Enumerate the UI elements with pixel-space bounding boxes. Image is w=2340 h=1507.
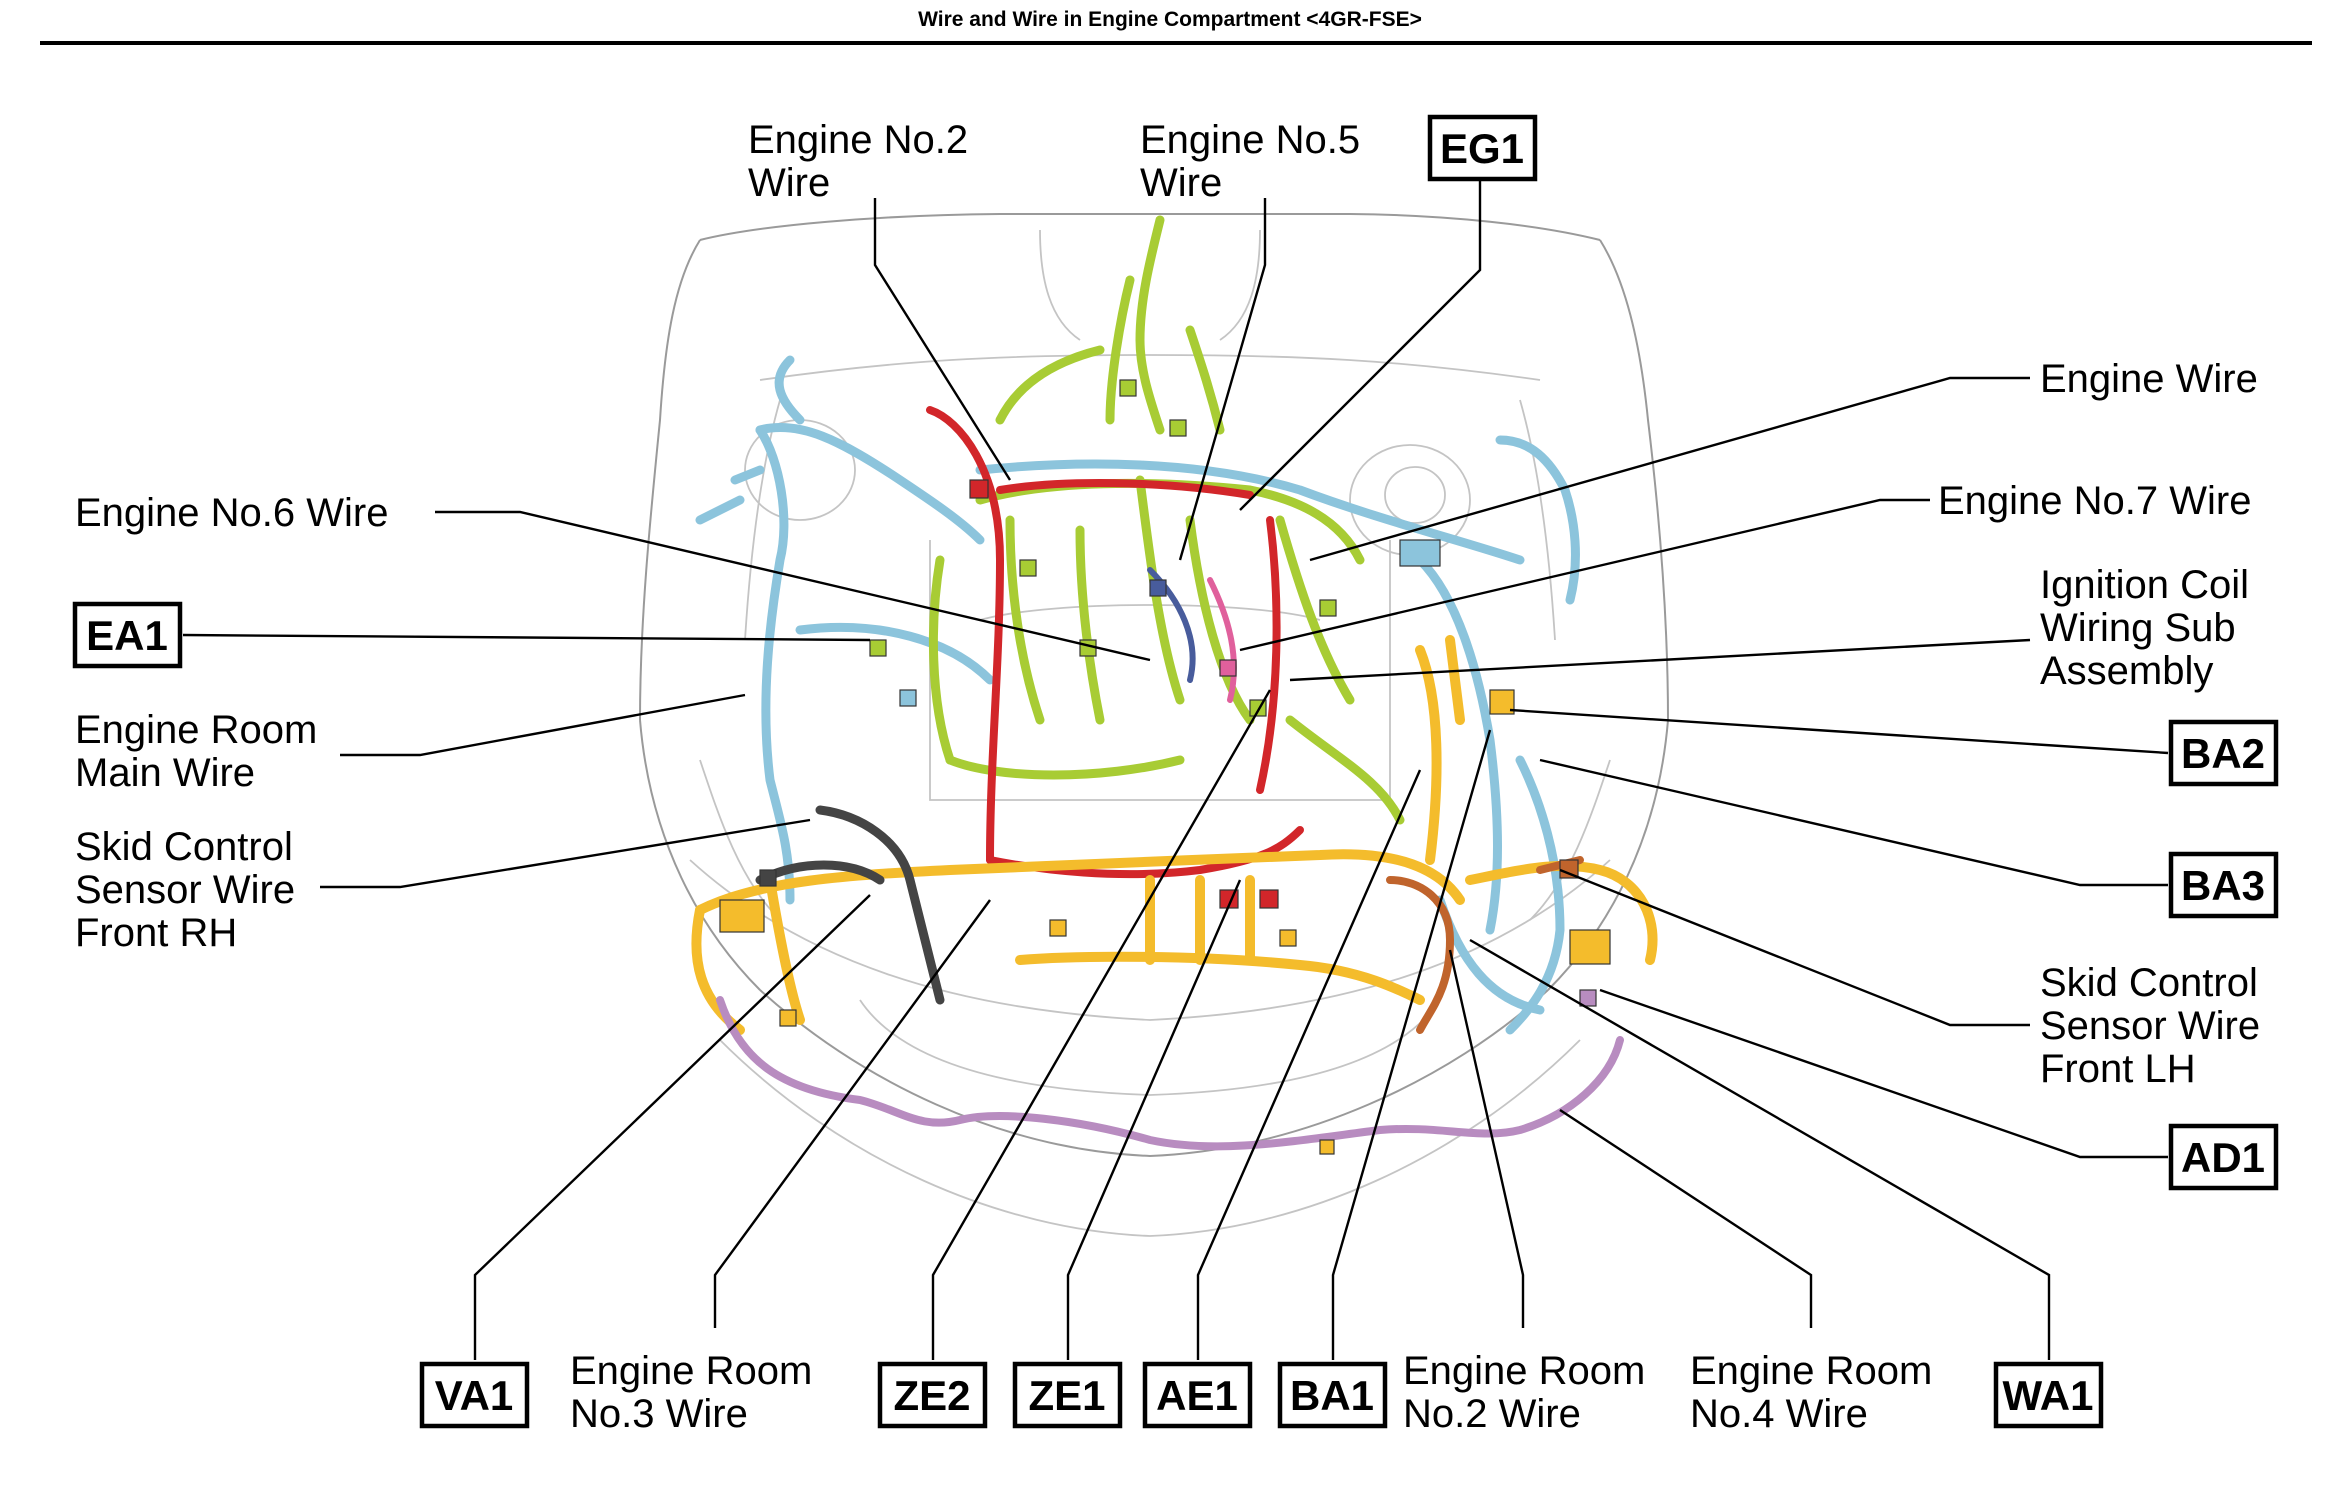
leader-engine-room-no3-wire [713, 899, 991, 1328]
svg-text:Engine No.2: Engine No.2 [748, 118, 968, 162]
leader-ignition-coil [1289, 638, 2031, 682]
svg-text:Engine Room: Engine Room [1403, 1349, 1645, 1393]
leader-engine-no6-wire [435, 510, 1151, 662]
svg-text:Front LH: Front LH [2040, 1047, 2196, 1091]
connector-va1: VA1 [419, 1361, 530, 1429]
svg-text:BA3: BA3 [2181, 862, 2265, 909]
leader-ze2 [931, 689, 1272, 1360]
leader-engine-no5-wire [1178, 198, 1267, 561]
svg-text:Sensor Wire: Sensor Wire [2040, 1004, 2260, 1048]
label-engine-no2-wire: Engine No.2 Wire [748, 118, 968, 205]
svg-text:AD1: AD1 [2181, 1134, 2265, 1181]
engine-room-no4-wire-harness [716, 996, 1624, 1151]
label-skid-control-rh: Skid Control Sensor Wire Front RH [75, 825, 295, 955]
svg-text:No.2 Wire: No.2 Wire [1403, 1392, 1581, 1436]
svg-text:BA2: BA2 [2181, 730, 2265, 777]
svg-text:EA1: EA1 [86, 612, 168, 659]
svg-text:Engine Room: Engine Room [1690, 1349, 1932, 1393]
title-rule [40, 41, 2312, 45]
label-engine-room-no3-wire: Engine Room No.3 Wire [570, 1349, 812, 1436]
label-engine-room-no4-wire: Engine Room No.4 Wire [1690, 1349, 1932, 1436]
car-body-outline [639, 213, 1669, 1237]
connector-ba3: BA3 [2168, 851, 2279, 919]
engine-room-no2-wire-harness [691, 635, 1658, 1035]
label-engine-no6-wire: Engine No.6 Wire [75, 491, 388, 535]
connector-wa1: WA1 [1993, 1361, 2104, 1429]
engine-wire-harness [928, 215, 1405, 825]
label-engine-no5-wire: Engine No.5 Wire [1140, 118, 1360, 205]
leader-lines [182, 180, 2169, 1360]
svg-text:Ignition Coil: Ignition Coil [2040, 563, 2249, 607]
label-engine-wire: Engine Wire [2040, 357, 2258, 401]
svg-text:Skid Control: Skid Control [75, 825, 293, 869]
svg-text:Skid Control: Skid Control [2040, 961, 2258, 1005]
leader-eg1 [1239, 180, 1482, 511]
leader-va1 [473, 894, 871, 1360]
svg-text:Engine Room: Engine Room [75, 708, 317, 752]
connector-ze2: ZE2 [877, 1361, 988, 1429]
svg-text:BA1: BA1 [1290, 1372, 1374, 1419]
label-ignition-coil: Ignition Coil Wiring Sub Assembly [2040, 563, 2249, 693]
connector-eg1: EG1 [1427, 114, 1538, 182]
svg-text:VA1: VA1 [435, 1372, 514, 1419]
leader-ad1 [1599, 988, 2168, 1159]
svg-text:Front RH: Front RH [75, 911, 237, 955]
leader-skid-control-lh [1559, 868, 2030, 1027]
harness-connectors [719, 379, 1611, 1155]
svg-text:Engine Room: Engine Room [570, 1349, 812, 1393]
leader-ze1 [1066, 879, 1242, 1360]
svg-text:Assembly: Assembly [2040, 649, 2213, 693]
svg-text:Wire: Wire [1140, 161, 1222, 205]
leader-ba3 [1539, 758, 2168, 887]
svg-text:Wiring Sub: Wiring Sub [2040, 606, 2236, 650]
leader-engine-no2-wire [873, 198, 1012, 481]
connector-ad1: AD1 [2168, 1123, 2279, 1191]
connector-ae1: AE1 [1142, 1361, 1253, 1429]
leader-ba1 [1331, 729, 1492, 1360]
svg-text:Wire: Wire [748, 161, 830, 205]
leader-ba2 [1509, 708, 2169, 755]
label-engine-room-no2-wire: Engine Room No.2 Wire [1403, 1349, 1645, 1436]
leader-ea1 [182, 633, 871, 642]
svg-text:AE1: AE1 [1156, 1372, 1238, 1419]
svg-text:No.4 Wire: No.4 Wire [1690, 1392, 1868, 1436]
svg-text:ZE1: ZE1 [1028, 1372, 1105, 1419]
svg-text:Main Wire: Main Wire [75, 751, 255, 795]
leader-ae1 [1196, 769, 1422, 1360]
connector-ea1: EA1 [72, 601, 183, 669]
label-engine-room-main-wire: Engine Room Main Wire [75, 708, 317, 795]
leader-engine-room-main-wire [340, 693, 746, 757]
connector-ba2: BA2 [2168, 719, 2279, 787]
leader-engine-room-no2-wire [1448, 949, 1525, 1328]
svg-text:EG1: EG1 [1440, 125, 1524, 172]
leader-skid-control-rh [320, 818, 811, 889]
leader-wa1 [1469, 938, 2051, 1360]
connector-ze1: ZE1 [1012, 1361, 1123, 1429]
svg-text:Sensor Wire: Sensor Wire [75, 868, 295, 912]
svg-text:ZE2: ZE2 [893, 1372, 970, 1419]
leader-engine-room-no4-wire [1559, 1108, 1813, 1328]
leader-engine-wire [1309, 376, 2030, 562]
engine-room-main-wire-harness [695, 355, 1580, 1035]
page-title: Wire and Wire in Engine Compartment <4GR… [918, 8, 1422, 31]
svg-text:No.3 Wire: No.3 Wire [570, 1392, 748, 1436]
connector-ba1: BA1 [1277, 1361, 1388, 1429]
label-skid-control-lh: Skid Control Sensor Wire Front LH [2040, 961, 2260, 1091]
svg-text:Engine No.5: Engine No.5 [1140, 118, 1360, 162]
svg-text:WA1: WA1 [2002, 1372, 2093, 1419]
leader-engine-no7-wire [1239, 498, 1930, 652]
label-engine-no7-wire: Engine No.7 Wire [1938, 479, 2251, 523]
